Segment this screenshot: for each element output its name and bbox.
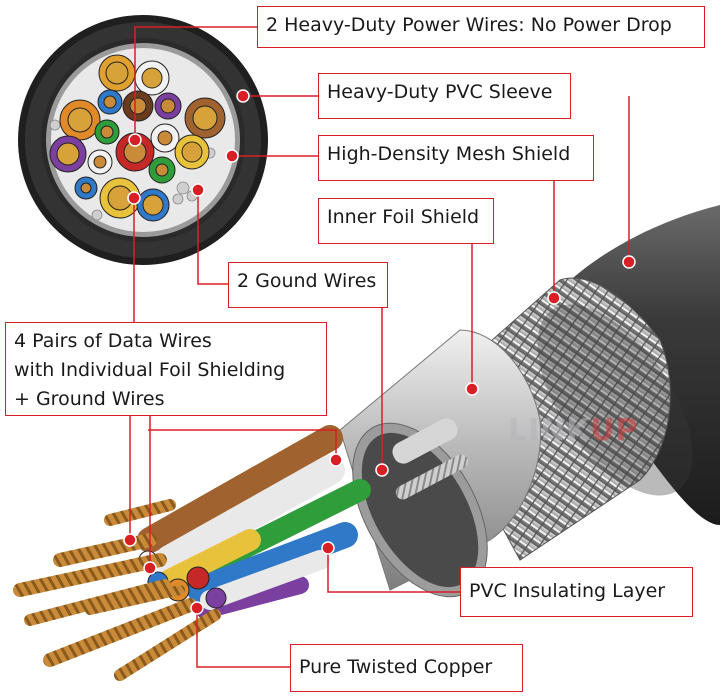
- marker-copper: [190, 601, 204, 615]
- marker-mesh: [547, 291, 561, 305]
- marker-pvc-sleeve: [622, 255, 636, 269]
- callout-power-wires-text: 2 Heavy-Duty Power Wires: No Power Drop: [266, 14, 672, 36]
- callout-copper-text: Pure Twisted Copper: [299, 656, 493, 678]
- markers: [123, 89, 636, 615]
- callout-pvc-sleeve: Heavy-Duty PVC Sleeve: [318, 73, 571, 119]
- marker-foil: [465, 382, 479, 396]
- cross-section: [18, 15, 268, 265]
- callout-data-wires-line3: + Ground Wires: [14, 388, 165, 410]
- callout-pvc-sleeve-text: Heavy-Duty PVC Sleeve: [327, 81, 553, 103]
- marker-data-2: [329, 453, 343, 467]
- watermark-right: UP: [590, 413, 639, 448]
- marker-data-3: [143, 561, 157, 575]
- callout-data-wires-line2: with Individual Foil Shielding: [14, 359, 286, 381]
- callout-copper: Pure Twisted Copper: [290, 644, 523, 692]
- callout-ground-wires: 2 Gound Wires: [228, 262, 388, 308]
- marker-data-1: [123, 533, 137, 547]
- callout-power-wires: 2 Heavy-Duty Power Wires: No Power Drop: [257, 6, 705, 48]
- callout-insulating-layer-text: PVC Insulating Layer: [469, 580, 666, 602]
- marker-power-wires: [128, 133, 142, 147]
- wire-bundle: [13, 425, 371, 681]
- marker-pvc-sleeve-section: [236, 89, 250, 103]
- marker-insulation: [321, 541, 335, 555]
- callout-data-wires-line1: 4 Pairs of Data Wires: [14, 330, 212, 352]
- callout-foil-shield-text: Inner Foil Shield: [327, 206, 480, 228]
- marker-mesh-section: [225, 149, 239, 163]
- marker-ground-section: [191, 183, 205, 197]
- watermark-left: LINK: [508, 413, 591, 448]
- brand-watermark: LINKUP: [508, 413, 638, 448]
- callout-foil-shield: Inner Foil Shield: [318, 198, 494, 244]
- callout-insulating-layer: PVC Insulating Layer: [460, 567, 693, 617]
- callout-ground-wires-text: 2 Gound Wires: [237, 270, 377, 292]
- marker-data-section: [127, 191, 141, 205]
- callout-data-wires: 4 Pairs of Data Wires with Individual Fo…: [5, 322, 327, 416]
- callout-mesh-shield-text: High-Density Mesh Shield: [327, 143, 571, 165]
- marker-ground: [375, 463, 389, 477]
- callout-mesh-shield: High-Density Mesh Shield: [318, 135, 594, 181]
